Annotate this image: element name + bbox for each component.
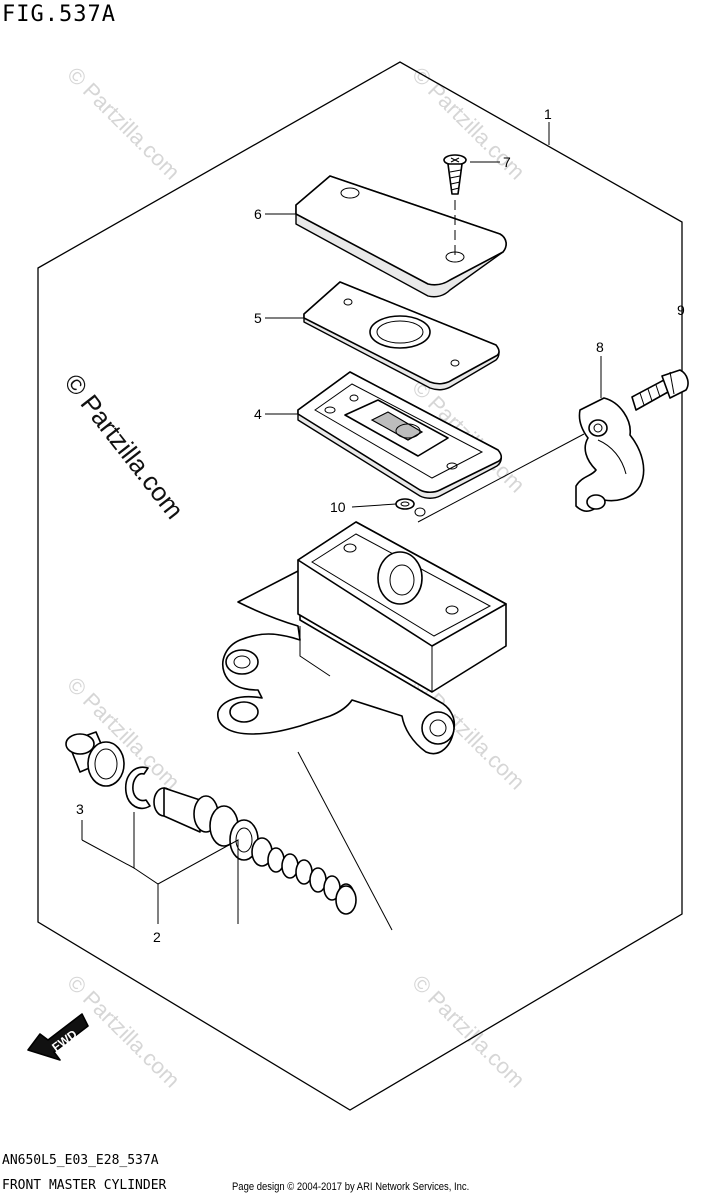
fwd-arrow: FWD xyxy=(27,1013,89,1061)
master-cylinder-body xyxy=(217,521,507,755)
callout-label: 7 xyxy=(503,154,511,170)
callout-label: 2 xyxy=(153,929,161,945)
part-4-diaphragm xyxy=(297,371,503,499)
callout-label: 6 xyxy=(254,206,262,222)
callout-1: 1 xyxy=(544,106,552,145)
callout-2: 2 xyxy=(133,839,239,945)
part-7-screw xyxy=(443,154,467,255)
callout-3: 3 xyxy=(76,801,135,869)
callout-7: 7 xyxy=(470,154,511,170)
leader-body-clamp xyxy=(417,433,585,523)
figure-code: AN650L5_E03_E28_537A xyxy=(2,1153,159,1168)
assembly-outline xyxy=(37,61,683,1111)
callout-9: 9 xyxy=(677,302,685,368)
callout-5: 5 xyxy=(254,310,304,326)
part-10-clip xyxy=(395,498,426,517)
figure-title: FIG.537A xyxy=(2,2,116,27)
part-5-plate xyxy=(303,281,500,391)
figure-name: FRONT MASTER CYLINDER xyxy=(2,1178,167,1193)
copyright-notice: Page design © 2004-2017 by ARI Network S… xyxy=(232,1181,470,1193)
part-6-reservoir-cap xyxy=(295,175,507,298)
callout-4: 4 xyxy=(254,406,298,422)
part-3-boot xyxy=(65,731,125,787)
callout-label: 5 xyxy=(254,310,262,326)
callout-8: 8 xyxy=(596,339,604,398)
callout-10: 10 xyxy=(330,499,397,515)
callout-label: 1 xyxy=(544,106,552,122)
callout-6: 6 xyxy=(254,206,296,222)
callout-label: 9 xyxy=(677,302,685,318)
callout-label: 8 xyxy=(596,339,604,355)
part-2-piston-assembly xyxy=(153,787,357,915)
part-8-clamp xyxy=(575,397,645,512)
part-circlip xyxy=(124,766,151,810)
callout-label: 4 xyxy=(254,406,262,422)
callout-label: 10 xyxy=(330,499,346,515)
part-9-bolt xyxy=(631,369,689,411)
callout-label: 3 xyxy=(76,801,84,817)
leader-body-piston xyxy=(297,751,393,931)
